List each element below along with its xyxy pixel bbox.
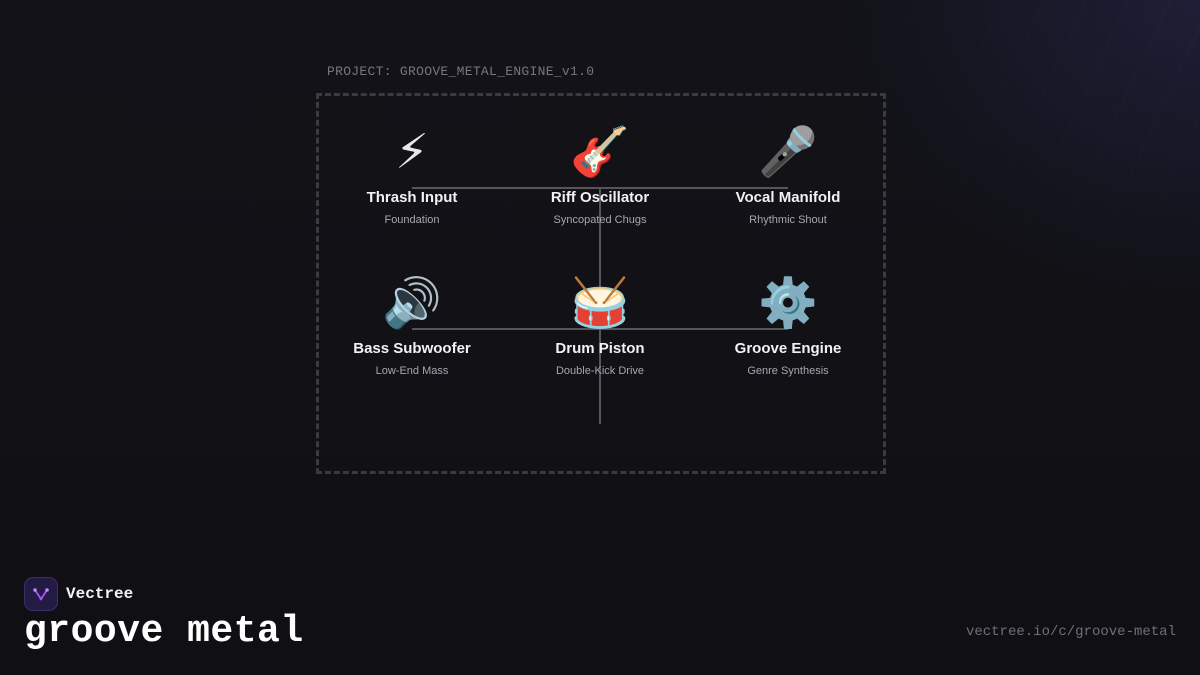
brand[interactable]: Vectree (24, 577, 133, 611)
lightning-icon: ⚡ (395, 124, 429, 180)
brand-name: Vectree (66, 585, 134, 603)
microphone-icon: 🎤 (758, 124, 818, 180)
vectree-logo-svg (33, 588, 49, 601)
node-vocal-manifold[interactable]: 🎤 Vocal Manifold Rhythmic Shout (693, 123, 883, 226)
vectree-logo-icon (24, 577, 58, 611)
node-subtitle: Foundation (384, 214, 440, 226)
node-title: Vocal Manifold (735, 189, 841, 206)
node-subtitle: Rhythmic Shout (749, 214, 827, 226)
diagram-frame (316, 93, 886, 474)
node-title: Bass Subwoofer (353, 340, 471, 357)
node-groove-engine[interactable]: ⚙️ Groove Engine Genre Synthesis (693, 274, 883, 377)
node-title: Thrash Input (366, 189, 458, 206)
node-riff-oscillator[interactable]: 🎸 Riff Oscillator Syncopated Chugs (505, 123, 695, 226)
node-subtitle: Low-End Mass (375, 365, 449, 377)
drum-icon: 🥁 (570, 275, 630, 331)
node-bass-subwoofer[interactable]: 🔊 Bass Subwoofer Low-End Mass (317, 274, 507, 377)
page-title: groove metal (24, 610, 304, 653)
footer-url[interactable]: vectree.io/c/groove-metal (965, 624, 1176, 640)
guitar-icon: 🎸 (570, 124, 630, 180)
connector-vertical (599, 188, 601, 424)
node-subtitle: Genre Synthesis (747, 365, 829, 377)
node-subtitle: Double-Kick Drive (555, 365, 645, 377)
node-thrash-input[interactable]: ⚡ Thrash Input Foundation (317, 123, 507, 226)
node-title: Riff Oscillator (550, 189, 650, 206)
node-title: Drum Piston (555, 340, 645, 357)
node-subtitle: Syncopated Chugs (553, 214, 647, 226)
node-drum-piston[interactable]: 🥁 Drum Piston Double-Kick Drive (505, 274, 695, 377)
project-label: PROJECT: GROOVE_METAL_ENGINE_v1.0 (327, 64, 595, 79)
gear-icon: ⚙️ (758, 275, 818, 331)
node-title: Groove Engine (734, 340, 842, 357)
speaker-icon: 🔊 (382, 275, 442, 331)
